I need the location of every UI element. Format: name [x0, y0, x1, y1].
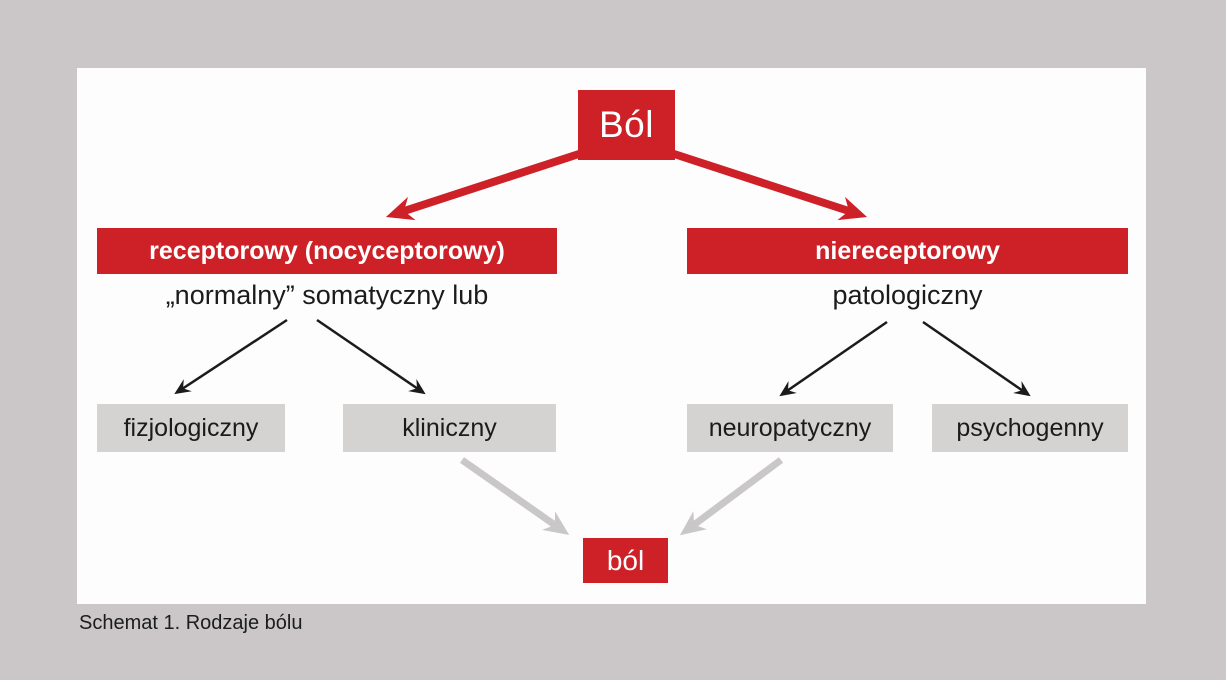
node-psychogenny: psychogenny	[932, 404, 1128, 452]
node-receptorowy: receptorowy (nocyceptorowy)	[97, 228, 557, 274]
node-psychogenny-label: psychogenny	[956, 413, 1104, 442]
node-niereceptorowy: niereceptorowy	[687, 228, 1128, 274]
sublabel-normalny-somatyczny: „normalny” somatyczny lub	[165, 280, 489, 310]
node-fizjologiczny: fizjologiczny	[97, 404, 285, 452]
node-bol-sink-label: ból	[606, 544, 645, 576]
node-neuropatyczny: neuropatyczny	[687, 404, 893, 452]
node-bol-root-label: Ból	[599, 104, 654, 145]
sublabel-patologiczny: patologiczny	[832, 280, 983, 310]
node-bol-sink: ból	[583, 538, 668, 583]
node-kliniczny-label: kliniczny	[402, 413, 497, 442]
node-niereceptorowy-label: niereceptorowy	[815, 236, 1000, 265]
node-neuropatyczny-label: neuropatyczny	[708, 413, 872, 442]
node-bol-root: Ból	[578, 90, 675, 160]
node-kliniczny: kliniczny	[343, 404, 556, 452]
node-receptorowy-label: receptorowy (nocyceptorowy)	[149, 236, 505, 265]
figure-caption: Schemat 1. Rodzaje bólu	[79, 612, 303, 634]
node-fizjologiczny-label: fizjologiczny	[123, 413, 259, 442]
